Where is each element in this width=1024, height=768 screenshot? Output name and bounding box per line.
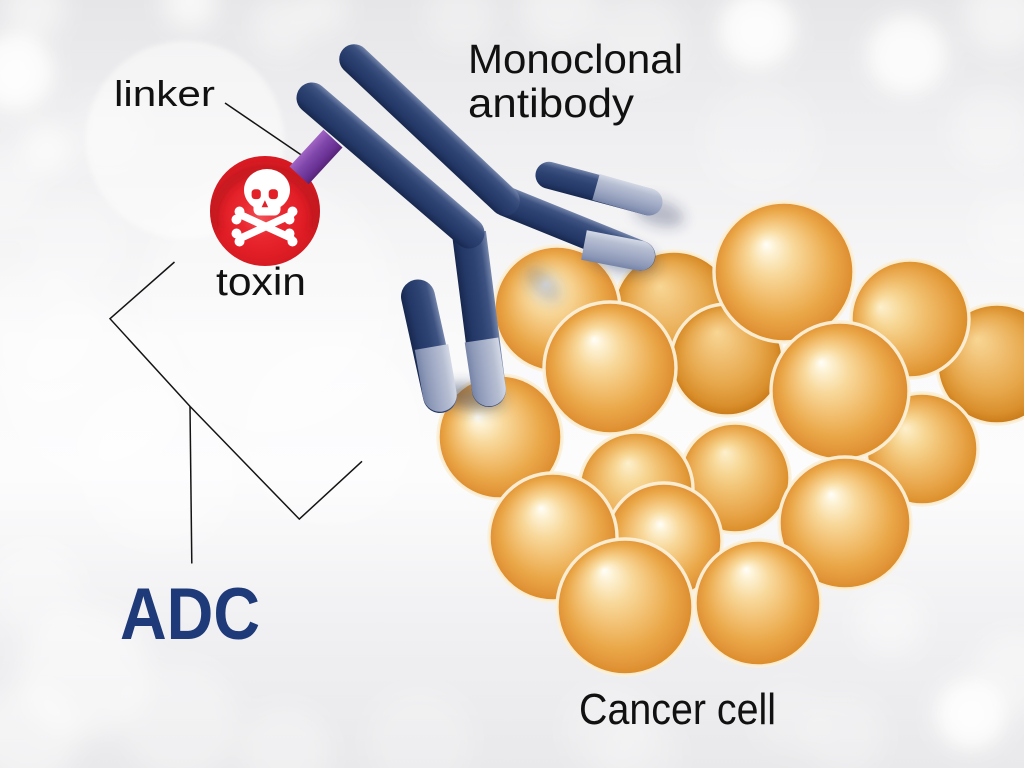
svg-text:toxin: toxin [216,261,306,304]
svg-text:ADC: ADC [120,574,260,655]
svg-text:linker: linker [114,73,215,114]
svg-text:antibody: antibody [468,80,635,126]
svg-text:Monoclonal: Monoclonal [468,36,683,82]
svg-text:Cancer cell: Cancer cell [579,686,776,734]
